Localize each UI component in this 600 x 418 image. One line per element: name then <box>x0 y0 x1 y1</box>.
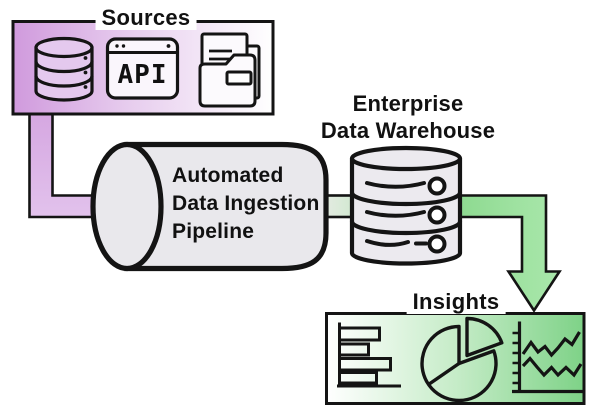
warehouse-label: Enterprise Data Warehouse <box>321 90 495 144</box>
insights-title: Insights <box>406 290 506 314</box>
documents-folder-icon <box>198 32 261 108</box>
sources-title: Sources <box>95 6 197 30</box>
pipeline-label-line3: Pipeline <box>172 220 255 243</box>
line-chart-icon <box>512 321 583 394</box>
api-label: API <box>117 60 168 90</box>
pie-chart-icon <box>420 316 504 403</box>
pipeline-label-line2: Data Ingestion <box>172 192 320 215</box>
sources-box <box>11 20 275 116</box>
pipeline-label-line1: Automated <box>172 164 284 187</box>
warehouse-database-icon <box>349 145 463 266</box>
warehouse-to-insights-arrow <box>453 194 562 313</box>
warehouse-label-line1: Enterprise <box>352 91 464 116</box>
database-icon <box>34 36 94 102</box>
warehouse-label-line2: Data Warehouse <box>320 118 496 143</box>
api-window-icon <box>105 37 180 100</box>
pipeline-cylinder <box>90 141 329 272</box>
bar-chart-icon <box>337 322 401 388</box>
insights-box <box>325 312 586 405</box>
pipeline-label: Automated Data Ingestion Pipeline <box>172 162 319 246</box>
